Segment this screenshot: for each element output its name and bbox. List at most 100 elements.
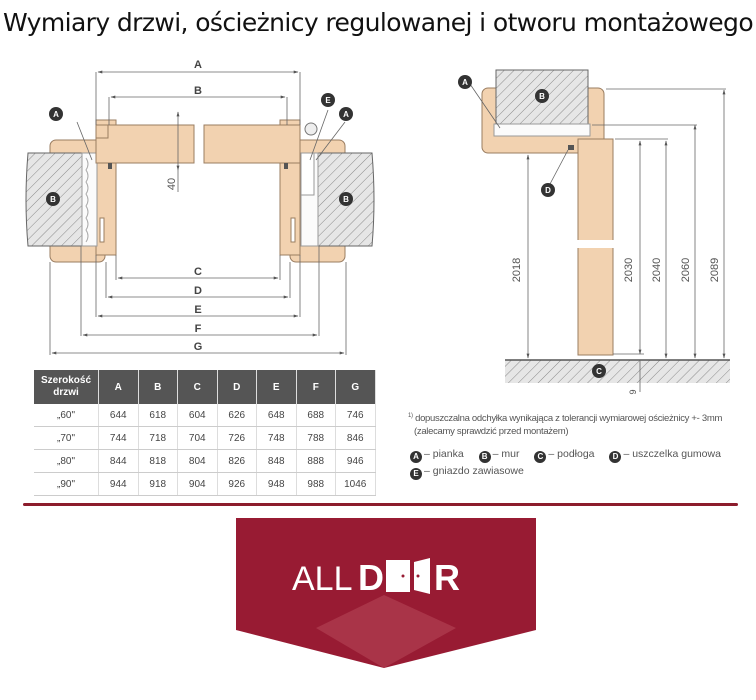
legend-item-c: C– podłoga (534, 446, 595, 463)
header-line2: drzwi (53, 387, 79, 398)
cell: 888 (296, 449, 336, 473)
height-2060: 2060 (680, 258, 692, 282)
legend-item-b: B– mur (478, 446, 520, 463)
height-2030: 2030 (623, 258, 635, 282)
divider-line (23, 503, 738, 506)
row-label: „60" (34, 404, 99, 427)
legend-item-d: D– uszczelka gumowa (609, 446, 721, 463)
cell: 626 (217, 404, 257, 427)
cell: 726 (217, 426, 257, 450)
door-icon (386, 558, 430, 594)
logo-text-r: R (434, 557, 460, 598)
dim-label-b: B (194, 85, 202, 97)
floor-gap-label: 9 (628, 389, 638, 394)
height-2089: 2089 (709, 258, 721, 282)
header-col-a: A (98, 370, 139, 404)
table-row: „70" 744 718 704 726 748 788 846 (34, 426, 376, 450)
cell: 744 (98, 426, 139, 450)
row-label: „70" (34, 426, 99, 450)
badge-b-icon: B (478, 451, 491, 463)
cell: 944 (98, 472, 139, 496)
legend-text: – pianka (424, 448, 464, 460)
header-col-c: C (177, 370, 218, 404)
height-2018: 2018 (511, 258, 523, 282)
badge-a-icon: A (410, 451, 422, 463)
marker-b-right: B (343, 195, 349, 204)
cell: 846 (335, 426, 376, 450)
dim-label-d: D (194, 285, 202, 297)
header-col-e: E (256, 370, 297, 404)
cell: 648 (256, 404, 297, 427)
section-marker-a: A (462, 78, 468, 87)
page-title: Wymiary drzwi, ościeżnicy regulowanej i … (2, 8, 754, 37)
cell: 748 (256, 426, 297, 450)
section-marker-b: B (539, 92, 545, 101)
cell: 618 (138, 404, 178, 427)
dim-label-a: A (194, 59, 202, 71)
header-col-d: D (217, 370, 257, 404)
tolerance-footnote: 1) dopuszczalna odchyłka wynikająca z to… (408, 410, 722, 438)
footnote-marker: 1) (408, 413, 413, 419)
height-2040: 2040 (651, 258, 663, 282)
legend: A– pianka B– mur C– podłoga D– uszczelka… (410, 446, 733, 480)
dim-label-f: F (195, 323, 202, 335)
cell: 988 (296, 472, 336, 496)
logo-text-d: D (358, 557, 384, 598)
legend-text: – podłoga (548, 448, 595, 460)
cell: 918 (138, 472, 178, 496)
header-col-g: G (335, 370, 376, 404)
cell: 844 (98, 449, 139, 473)
cell: 946 (335, 449, 376, 473)
dim-label-e: E (194, 304, 201, 316)
dim-label-c: C (194, 266, 202, 278)
alldoor-logo: ALL D R (236, 518, 536, 668)
cell: 704 (177, 426, 218, 450)
cell: 1046 (335, 472, 376, 496)
legend-text: – gniazdo zawiasowe (424, 465, 524, 477)
door-thickness-label: 40 (166, 178, 178, 190)
legend-text: – mur (492, 448, 520, 460)
table-row: „90" 944 918 904 926 948 988 1046 (34, 472, 376, 496)
cell: 746 (335, 404, 376, 427)
cell: 826 (217, 449, 257, 473)
marker-b-left: B (50, 195, 56, 204)
cell: 788 (296, 426, 336, 450)
legend-text: – uszczelka gumowa (623, 448, 721, 460)
cell: 644 (98, 404, 139, 427)
cell: 948 (256, 472, 297, 496)
section-view: 2018 2030 2040 2060 2089 9 A B C D (458, 69, 730, 395)
cell: 604 (177, 404, 218, 427)
row-label: „80" (34, 449, 99, 473)
marker-e: E (325, 96, 331, 105)
marker-a-right: A (343, 110, 349, 119)
badge-c-icon: C (534, 451, 547, 463)
footnote-line2: (zalecamy sprawdzić przed montażem) (414, 426, 569, 438)
footnote-line1: dopuszczalna odchyłka wynikająca z toler… (415, 413, 723, 425)
marker-a-left: A (53, 110, 59, 119)
header-col-b: B (138, 370, 178, 404)
cell: 688 (296, 404, 336, 427)
header-col-f: F (296, 370, 336, 404)
badge-d-icon: D (609, 451, 622, 463)
legend-item-e: E– gniazdo zawiasowe (410, 463, 524, 480)
section-marker-d: D (545, 186, 551, 195)
section-marker-c: C (596, 367, 602, 376)
cell: 904 (177, 472, 218, 496)
legend-item-a: A– pianka (410, 446, 464, 463)
cell: 818 (138, 449, 178, 473)
cell: 848 (256, 449, 297, 473)
cell: 926 (217, 472, 257, 496)
cell: 804 (177, 449, 218, 473)
plan-view: A B C D E F G 40 A B E A B (25, 59, 375, 355)
table-row: „60" 644 618 604 626 648 688 746 (34, 404, 376, 427)
logo-text-all: ALL (292, 560, 353, 598)
row-label: „90" (34, 472, 99, 496)
header-line1: Szerokość (40, 375, 92, 386)
cell: 718 (138, 426, 178, 450)
table-row: „80" 844 818 804 826 848 888 946 (34, 449, 376, 473)
badge-e-icon: E (410, 468, 422, 480)
door-dimension-diagram: A B C D E F G 40 A B E A B (25, 59, 730, 395)
